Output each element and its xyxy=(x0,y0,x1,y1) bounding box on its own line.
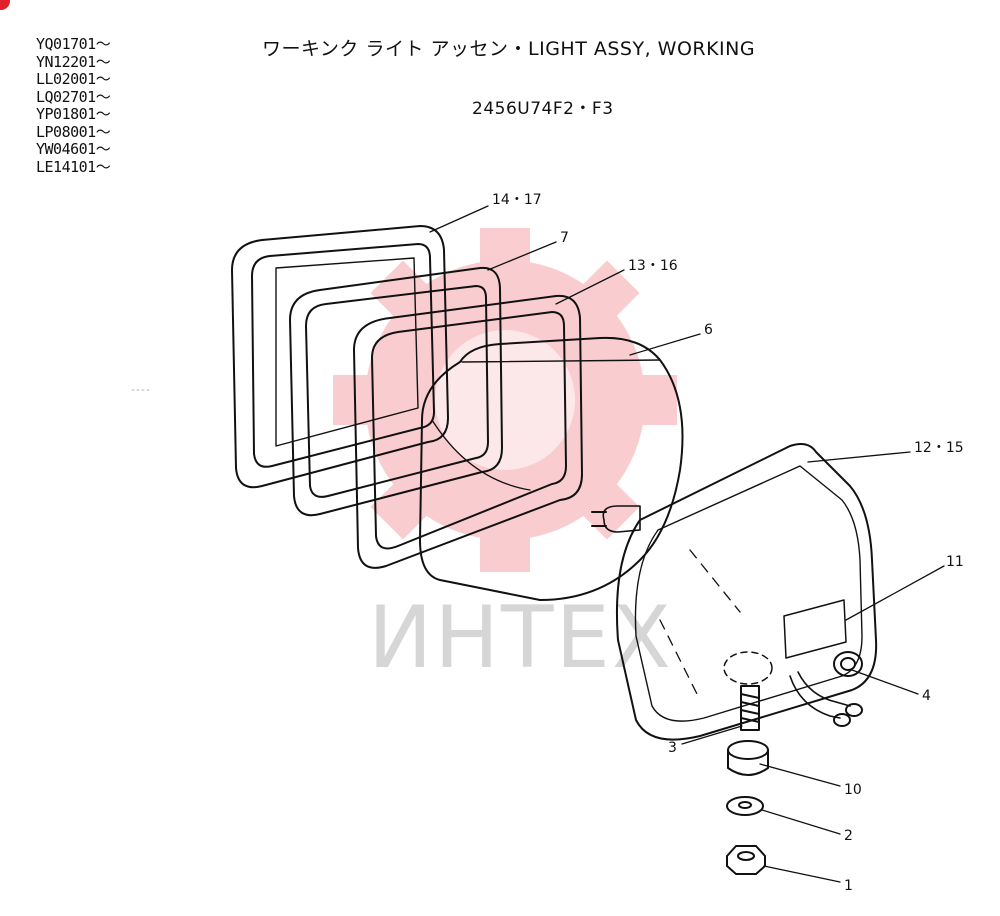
gasket-part-13-16 xyxy=(353,294,583,569)
serial-range: YQ01701～ xyxy=(36,35,111,53)
gasket-part-7 xyxy=(289,266,503,517)
callout-10: 10 xyxy=(844,782,862,798)
bolt-part-3 xyxy=(740,685,760,731)
nut-part-1 xyxy=(726,845,766,875)
callout-7: 7 xyxy=(560,230,569,246)
callout-leaders xyxy=(429,205,945,883)
callout-1: 1 xyxy=(844,878,853,894)
serial-range: YN12201～ xyxy=(36,52,111,71)
serial-range-list: YQ01701～ YN12201～ LL02001～ LQ02701～ YP01… xyxy=(36,35,111,176)
callout-13-16: 13・16 xyxy=(628,258,678,274)
callout-4: 4 xyxy=(922,688,931,704)
callout-11: 11 xyxy=(946,554,964,570)
outer-frame-part-14-17 xyxy=(231,225,449,489)
housing-part-12-15 xyxy=(615,443,878,741)
serial-range: LL02001～ xyxy=(36,70,111,88)
grommet-part-4 xyxy=(833,651,863,677)
serial-range: LP08001～ xyxy=(36,122,111,141)
callout-14-17: 14・17 xyxy=(492,192,542,208)
washer-part-2 xyxy=(726,796,764,816)
serial-range: LE14101～ xyxy=(36,157,111,176)
watermark-text: ИНТЕХ xyxy=(368,588,673,688)
corner-marker xyxy=(0,0,10,10)
serial-range: YW04601～ xyxy=(36,140,111,158)
callout-2: 2 xyxy=(844,828,853,844)
callout-6: 6 xyxy=(704,322,713,338)
serial-range: YP01801～ xyxy=(36,105,111,123)
spacer-part-10 xyxy=(727,740,769,776)
serial-range: LQ02701～ xyxy=(36,87,111,106)
diagram-title: ワーキンク ライト アッセン・LIGHT ASSY, WORKING xyxy=(262,38,756,60)
callout-3: 3 xyxy=(668,740,677,756)
lamp-unit-part-6 xyxy=(419,336,684,601)
callout-12-15: 12・15 xyxy=(914,440,964,456)
assembly-part-number: 2456U74F2・F3 xyxy=(472,99,614,119)
